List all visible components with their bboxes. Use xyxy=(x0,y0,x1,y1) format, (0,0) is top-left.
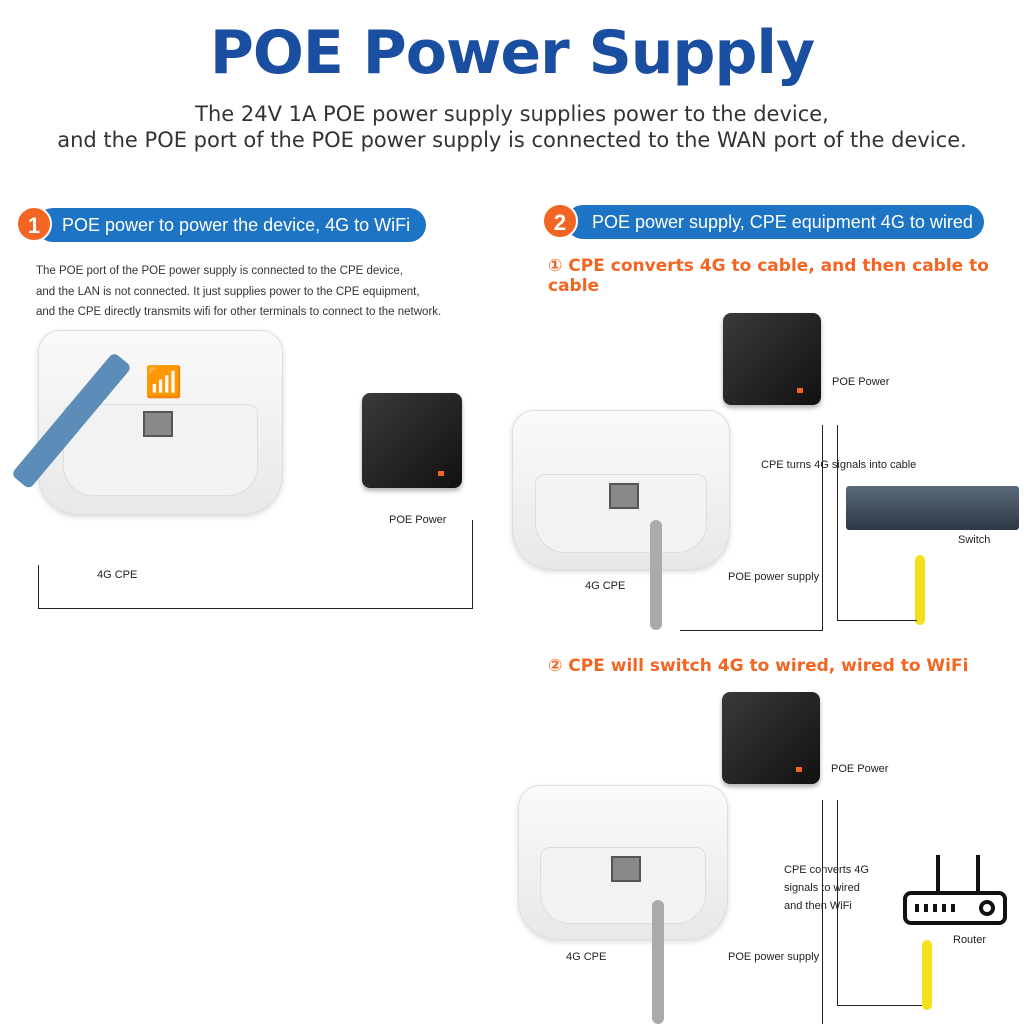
yellow-cable xyxy=(915,555,925,625)
note-line: CPE converts 4G xyxy=(784,864,869,876)
connector-line xyxy=(837,800,838,1006)
connector-line xyxy=(38,608,473,609)
desc-line: and the CPE directly transmits wifi for … xyxy=(36,306,442,318)
mode-a-note: CPE turns 4G signals into cable xyxy=(761,459,917,471)
yellow-cable xyxy=(922,940,932,1010)
poe-power-label: POE Power xyxy=(832,376,890,388)
switch-label: Switch xyxy=(958,534,991,546)
connector-line xyxy=(680,630,823,631)
subtitle-line-2: and the POE port of the POE power supply… xyxy=(57,128,967,152)
poe-power-label: POE Power xyxy=(389,514,447,526)
mode-a-heading: ① CPE converts 4G to cable, and then cab… xyxy=(548,256,989,296)
wifi-icon: 📶 xyxy=(145,366,183,399)
grey-cable xyxy=(652,900,664,1024)
switch-image xyxy=(846,486,1019,530)
poe-adapter-image xyxy=(723,313,821,405)
section2-heading: POE power supply, CPE equipment 4G to wi… xyxy=(566,205,984,239)
cpe-device-image xyxy=(38,330,283,515)
poe-adapter-image xyxy=(362,393,462,488)
section1-heading: POE power to power the device, 4G to WiF… xyxy=(36,208,426,242)
section1-number: 1 xyxy=(16,206,52,242)
connector-line xyxy=(822,425,823,631)
connector-line xyxy=(472,520,473,608)
connector-line xyxy=(837,1005,922,1006)
poe-power-label: POE Power xyxy=(831,763,889,775)
cpe-device-image xyxy=(518,785,728,940)
connector-line xyxy=(38,565,39,608)
grey-cable xyxy=(650,520,662,630)
desc-line: The POE port of the POE power supply is … xyxy=(36,265,403,277)
router-label: Router xyxy=(953,934,987,946)
cpe-label: 4G CPE xyxy=(566,951,607,963)
poe-adapter-image xyxy=(722,692,820,784)
note-line: signals to wired xyxy=(784,882,860,894)
cpe-label: 4G CPE xyxy=(585,580,626,592)
poe-supply-label: POE power supply xyxy=(728,951,820,963)
router-icon xyxy=(903,855,1007,927)
subtitle-line-1: The 24V 1A POE power supply supplies pow… xyxy=(195,102,829,126)
cpe-label: 4G CPE xyxy=(97,569,138,581)
note-line: and then WiFi xyxy=(784,900,852,912)
section1-description: The POE port of the POE power supply is … xyxy=(36,261,441,323)
page-title: POE Power Supply xyxy=(209,18,815,88)
poe-supply-label: POE power supply xyxy=(728,571,820,583)
mode-b-note: CPE converts 4G signals to wired and the… xyxy=(784,861,869,915)
connector-line xyxy=(822,800,823,1024)
connector-line xyxy=(837,620,917,621)
section2-number: 2 xyxy=(542,203,578,239)
cpe-device-image xyxy=(512,410,730,570)
connector-line xyxy=(837,425,838,620)
mode-b-heading: ② CPE will switch 4G to wired, wired to … xyxy=(548,656,969,676)
desc-line: and the LAN is not connected. It just su… xyxy=(36,285,420,298)
